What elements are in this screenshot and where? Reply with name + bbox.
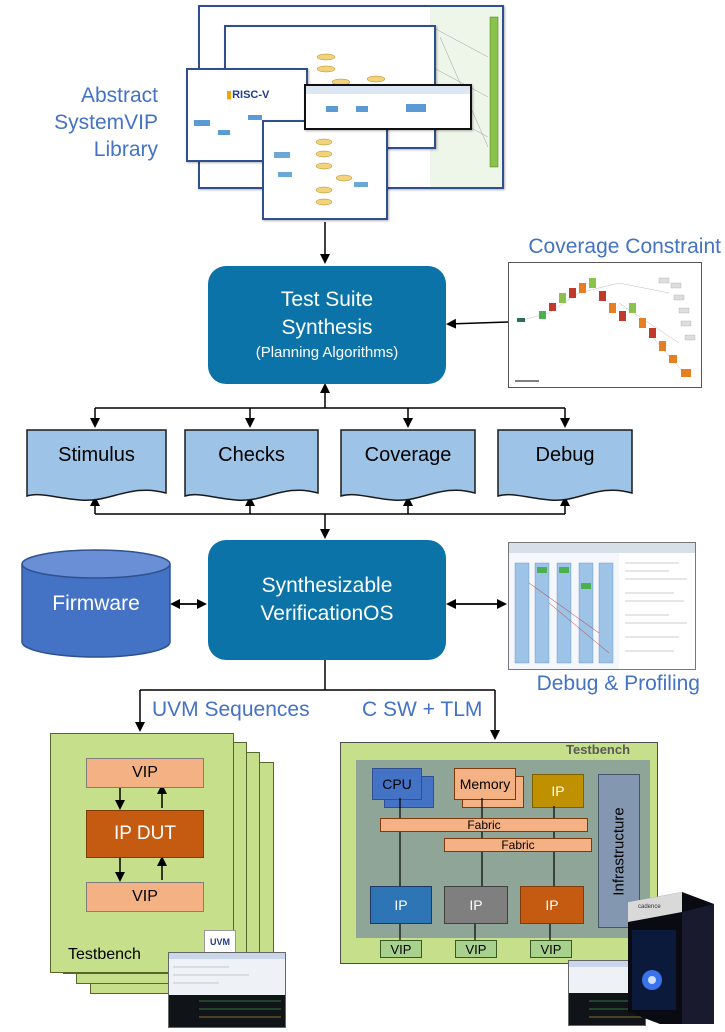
firmware-cylinder: [21, 549, 171, 658]
uvm-sequences-label: UVM Sequences: [152, 698, 310, 721]
doc-stimulus-shape: [26, 429, 167, 502]
doc-debug-shape: [497, 429, 633, 502]
server-brand: cadence: [638, 904, 661, 910]
soc-ip-1: IP: [370, 886, 432, 924]
synthesis-line1: Test Suite: [280, 288, 374, 311]
os-line1: Synthesizable: [261, 574, 393, 597]
doc-stimulus: Stimulus: [27, 430, 166, 490]
uvm-logo: UVM: [204, 930, 236, 954]
library-label: Abstract SystemVIP Library: [40, 82, 158, 163]
server-rack-icon: cadence: [622, 890, 718, 1026]
soc-vip-3: VIP: [530, 940, 572, 958]
arrow-constraint-to-synthesis: [446, 318, 509, 329]
doc-coverage-shape: [340, 429, 476, 502]
soc-vip-2: VIP: [455, 940, 497, 958]
doc-stimulus-label: Stimulus: [58, 444, 135, 466]
verification-os-box: Synthesizable VerificationOS: [208, 540, 446, 660]
soc-fabric-2: Fabric: [444, 838, 592, 852]
soc-cpu: CPU: [372, 768, 422, 800]
soc-vip-1: VIP: [380, 940, 422, 958]
doc-coverage-label: Coverage: [364, 444, 452, 466]
doc-checks-shape: [184, 429, 319, 502]
coverage-constraint-graph: [508, 262, 702, 388]
riscv-logo: ▮RISC-V: [226, 89, 270, 101]
library-screenshot-dialog: [304, 84, 472, 130]
os-line2: VerificationOS: [260, 602, 394, 625]
library-label-line1: Abstract: [80, 84, 158, 107]
uvm-bottom-vip: VIP: [86, 882, 204, 912]
library-label-line2: SystemVIP: [54, 111, 158, 134]
doc-checks: Checks: [185, 430, 318, 490]
library-label-line3: Library: [93, 138, 158, 161]
soc-memory: Memory: [454, 768, 516, 800]
soc-ip-3: IP: [520, 886, 584, 924]
test-suite-synthesis-box: Test Suite Synthesis (Planning Algorithm…: [208, 266, 446, 384]
uvm-top-vip: VIP: [86, 758, 204, 788]
c-sw-tlm-label: C SW + TLM: [362, 698, 483, 721]
doc-debug: Debug: [498, 430, 632, 490]
doc-debug-label: Debug: [535, 444, 595, 466]
soc-ip-top: IP: [532, 774, 584, 808]
firmware-label: Firmware: [52, 592, 140, 615]
soc-ip-2: IP: [444, 886, 508, 924]
soc-testbench-title: Testbench: [566, 742, 631, 757]
uvm-simulator-screenshot: [168, 952, 286, 1028]
soc-fabric-1: Fabric: [380, 818, 588, 832]
debug-profiling-label: Debug & Profiling: [536, 672, 700, 695]
debug-profiling-screenshot: [508, 542, 696, 670]
uvm-testbench-label: Testbench: [68, 946, 141, 963]
doc-coverage: Coverage: [341, 430, 475, 490]
library-screenshot-front: [262, 120, 388, 220]
coverage-constraint-label: Coverage Constraint: [528, 235, 721, 258]
synthesis-line2: Synthesis: [281, 316, 373, 339]
uvm-ip-dut: IP DUT: [86, 810, 204, 858]
synthesis-line3: (Planning Algorithms): [255, 344, 399, 361]
uvm-logo-text: UVM: [210, 937, 230, 947]
doc-checks-label: Checks: [218, 444, 285, 466]
